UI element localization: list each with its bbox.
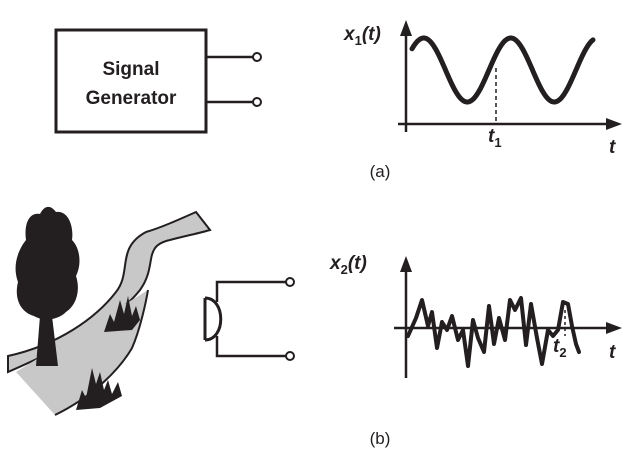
x-axis-arrow-b bbox=[606, 322, 622, 334]
caption-b: (b) bbox=[370, 429, 391, 448]
signal-generator-box bbox=[54, 28, 208, 134]
acoustic-scene bbox=[7, 206, 295, 416]
microphone-icon bbox=[203, 280, 286, 358]
x2-axis-label: x2(t) bbox=[329, 253, 367, 277]
signal-generator-block: Signal Generator bbox=[54, 28, 262, 134]
generator-label-line2: Generator bbox=[86, 88, 177, 109]
noise-spikes-upper bbox=[104, 296, 140, 332]
terminal-icon bbox=[252, 52, 262, 62]
generator-label-line1: Signal bbox=[102, 59, 159, 80]
noise-plot: x2(t) t2 t (b) bbox=[329, 253, 622, 448]
tree-icon bbox=[15, 206, 80, 366]
time-axis-label-a: t bbox=[609, 137, 616, 158]
waveform-x2 bbox=[406, 296, 581, 368]
terminal-icon bbox=[285, 277, 295, 287]
terminal-icon bbox=[285, 351, 295, 361]
t1-label: t1 bbox=[488, 126, 502, 150]
terminal-icon bbox=[252, 97, 262, 107]
t2-label: t2 bbox=[553, 336, 567, 360]
road bbox=[7, 210, 212, 374]
y-axis-arrow-a bbox=[400, 20, 412, 36]
time-axis-label-b: t bbox=[609, 342, 616, 363]
x1-axis-label: x1(t) bbox=[343, 24, 381, 48]
caption-a: (a) bbox=[370, 162, 391, 181]
y-axis-arrow-b bbox=[400, 256, 412, 272]
noise-spikes-lower bbox=[76, 368, 122, 410]
sinusoid-plot: x1(t) t1 t (a) bbox=[343, 20, 622, 181]
x-axis-arrow-a bbox=[606, 118, 622, 130]
waveform-x1 bbox=[409, 35, 596, 105]
